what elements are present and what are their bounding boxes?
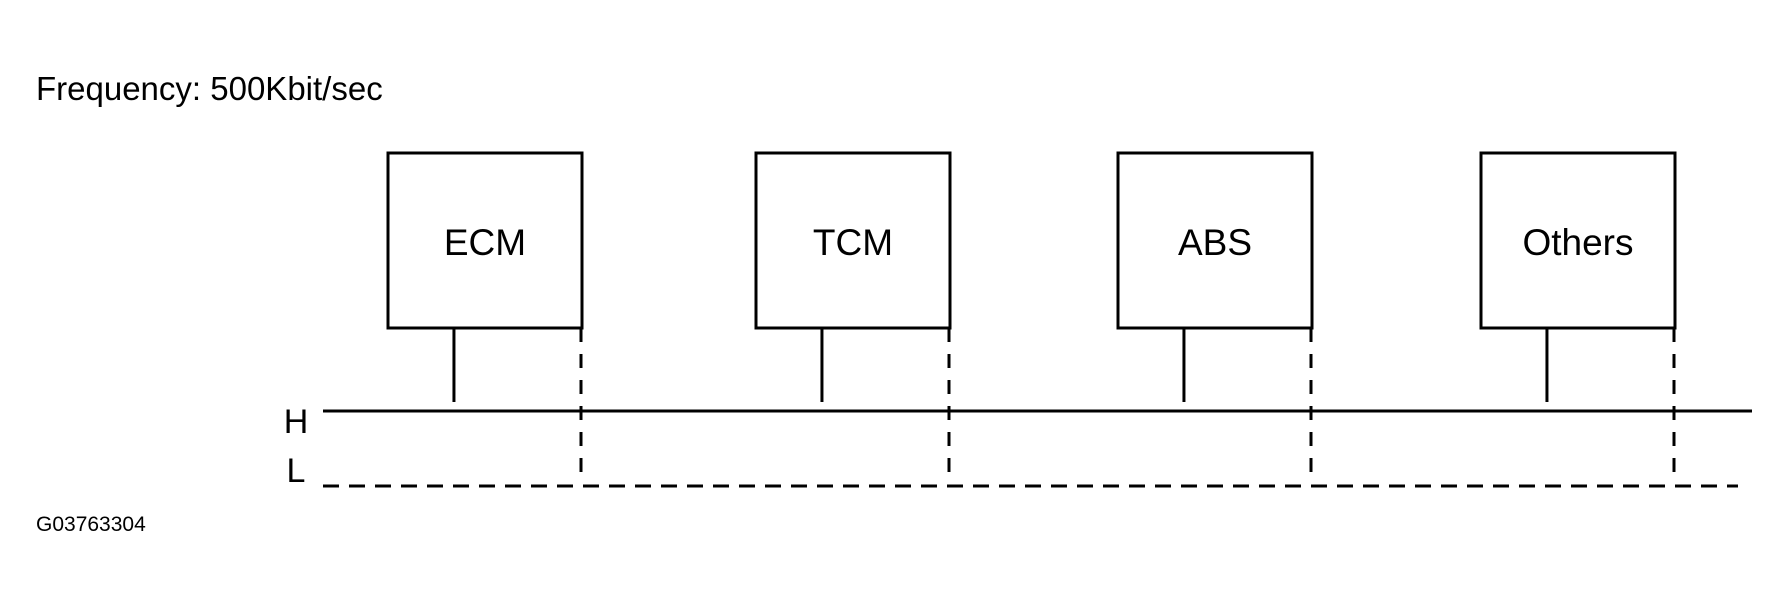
node-box-tcm <box>754 151 952 330</box>
node-label-tcm: TCM <box>813 222 893 263</box>
node-label-others: Others <box>1522 222 1633 263</box>
node-label-ecm: ECM <box>444 222 526 263</box>
bus-low-label: L <box>287 452 306 490</box>
figure-id: G03763304 <box>36 513 146 536</box>
frequency-label: Frequency: 500Kbit/sec <box>36 70 383 107</box>
node-box-abs <box>1116 151 1314 330</box>
node-label-abs: ABS <box>1178 222 1252 263</box>
node-box-ecm <box>386 151 584 330</box>
bus-high-label: H <box>284 403 309 441</box>
node-box-others <box>1479 151 1677 330</box>
